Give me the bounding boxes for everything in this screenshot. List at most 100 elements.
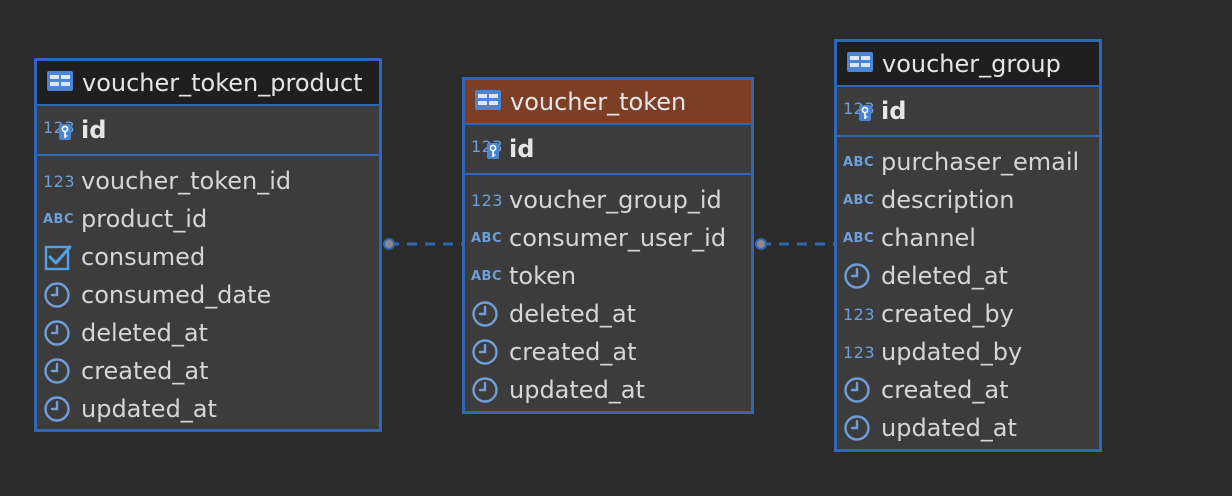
column-name: voucher_group_id (509, 186, 722, 214)
text-type-icon: ABC (471, 261, 505, 291)
column-name: description (881, 186, 1015, 214)
relation-voucher-token-to-voucher-group[interactable] (755, 238, 836, 250)
clock-icon (43, 394, 77, 424)
relation-endpoint-dot (755, 238, 767, 250)
primary-key-name: id (509, 135, 535, 163)
entity-voucher-token[interactable]: voucher_token 123 id 123voucher_group_id… (462, 77, 754, 414)
column-name: deleted_at (81, 319, 208, 347)
column-row[interactable]: created_at (37, 352, 379, 390)
text-type-icon: ABC (843, 185, 877, 215)
column-row[interactable]: deleted_at (465, 295, 751, 333)
column-name: created_at (881, 376, 1009, 404)
text-type-label: ABC (43, 211, 75, 227)
number-type-icon: 123 (43, 166, 77, 196)
text-type-icon: ABC (843, 147, 877, 177)
entity-title: voucher_token_product (82, 68, 363, 97)
column-name: created_by (881, 300, 1014, 328)
column-name: deleted_at (509, 300, 636, 328)
number-type-label: 123 (843, 342, 876, 362)
entity-header[interactable]: voucher_token (465, 80, 751, 125)
text-type-label: ABC (471, 230, 503, 246)
entity-header[interactable]: voucher_group (837, 42, 1099, 87)
clock-icon (43, 356, 77, 386)
table-icon (846, 51, 874, 77)
column-row[interactable]: ABC product_id (37, 200, 379, 238)
column-row[interactable]: updated_at (465, 371, 751, 409)
entity-title: voucher_group (882, 49, 1061, 78)
clock-icon (471, 375, 505, 405)
column-name: updated_at (509, 376, 645, 404)
checkbox-icon (43, 242, 77, 272)
column-row[interactable]: ABC channel (837, 219, 1099, 257)
number-type-icon: 123 (471, 185, 505, 215)
primary-key-row[interactable]: 123 id (465, 125, 751, 175)
column-name: channel (881, 224, 976, 252)
column-row[interactable]: ABC consumer_user_id (465, 219, 751, 257)
column-row[interactable]: created_at (465, 333, 751, 371)
relation-endpoint-dot (383, 238, 395, 250)
clock-icon (471, 337, 505, 367)
clock-icon (843, 375, 877, 405)
entity-header[interactable]: voucher_token_product (37, 61, 379, 106)
clock-icon (43, 280, 77, 310)
primary-key-row[interactable]: 123 id (837, 87, 1099, 137)
primary-key-name: id (81, 116, 107, 144)
column-name: voucher_token_id (81, 167, 292, 195)
column-name: product_id (81, 205, 208, 233)
primary-key-row[interactable]: 123 id (37, 106, 379, 156)
clock-icon (843, 413, 877, 443)
column-name: updated_by (881, 338, 1023, 366)
text-type-icon: ABC (43, 204, 77, 234)
column-row[interactable]: updated_at (837, 409, 1099, 447)
clock-icon (43, 318, 77, 348)
column-name: created_at (81, 357, 209, 385)
entity-voucher-token-product[interactable]: voucher_token_product 123 id 123voucher_… (34, 58, 382, 432)
relation-voucher-token-product-to-voucher-token[interactable] (383, 238, 464, 250)
text-type-label: ABC (471, 268, 503, 284)
text-type-icon: ABC (843, 223, 877, 253)
column-row[interactable]: consumed (37, 238, 379, 276)
table-icon (46, 70, 74, 96)
number-type-label: 123 (843, 304, 876, 324)
primary-key-icon: 123 (843, 96, 877, 126)
number-type-icon: 123 (843, 337, 877, 367)
column-name: updated_at (81, 395, 217, 423)
column-name: updated_at (881, 414, 1017, 442)
entity-voucher-group[interactable]: voucher_group 123 id ABCpurchaser_emailA… (834, 39, 1102, 452)
column-name: purchaser_email (881, 148, 1080, 176)
column-row[interactable]: created_at (837, 371, 1099, 409)
column-row[interactable]: deleted_at (837, 257, 1099, 295)
clock-icon (471, 299, 505, 329)
clock-icon (843, 261, 877, 291)
number-type-label: 123 (43, 171, 76, 191)
text-type-label: ABC (843, 230, 875, 246)
number-type-icon: 123 (843, 299, 877, 329)
primary-key-icon: 123 (43, 115, 77, 145)
column-row[interactable]: ABC token (465, 257, 751, 295)
column-row[interactable]: consumed_date (37, 276, 379, 314)
column-row[interactable]: ABC purchaser_email (837, 143, 1099, 181)
number-type-label: 123 (471, 190, 504, 210)
text-type-label: ABC (843, 154, 875, 170)
column-name: consumed_date (81, 281, 272, 309)
column-name: created_at (509, 338, 637, 366)
table-icon (474, 89, 502, 115)
column-name: consumed (81, 243, 206, 271)
column-name: deleted_at (881, 262, 1008, 290)
column-name: consumer_user_id (509, 224, 727, 252)
column-row[interactable]: deleted_at (37, 314, 379, 352)
entity-title: voucher_token (510, 87, 687, 116)
column-row[interactable]: updated_at (37, 390, 379, 428)
column-name: token (509, 262, 577, 290)
primary-key-name: id (881, 97, 907, 125)
primary-key-icon: 123 (471, 134, 505, 164)
